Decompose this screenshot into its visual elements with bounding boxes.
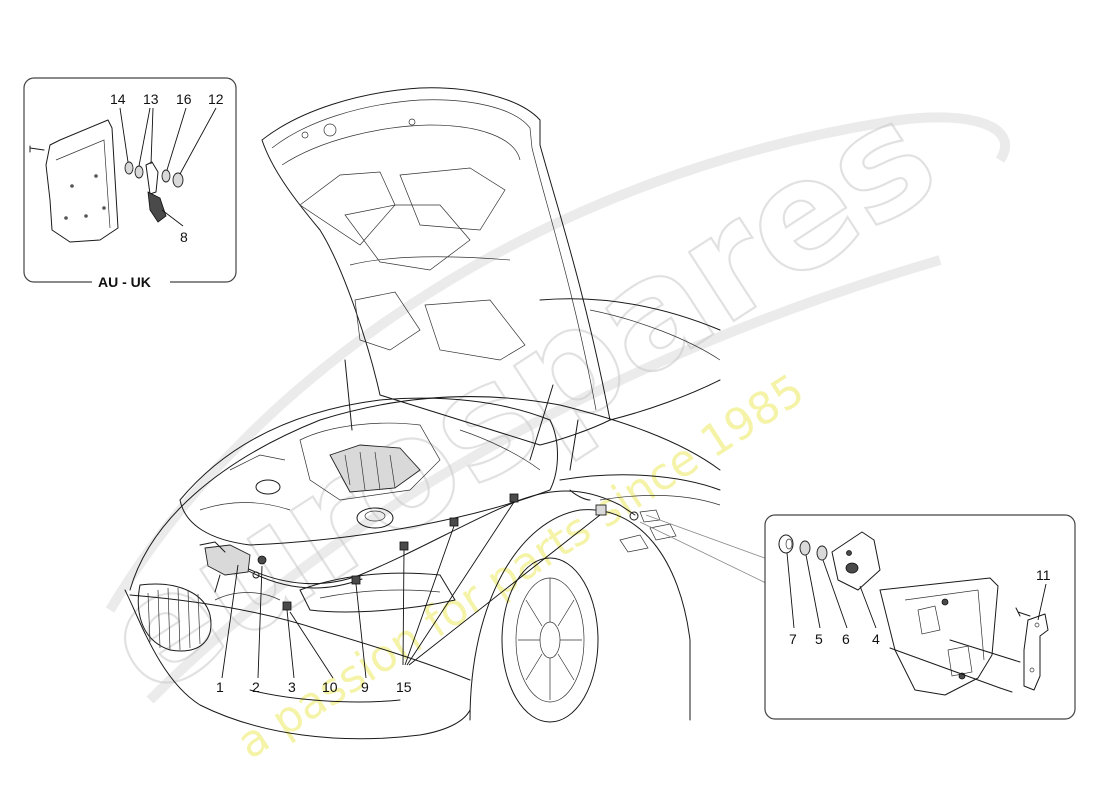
callout-7: 7 xyxy=(789,631,797,647)
callout-11: 11 xyxy=(1036,567,1051,583)
callout-13: 13 xyxy=(143,91,159,107)
callout-6: 6 xyxy=(842,631,850,647)
callout-1: 1 xyxy=(216,679,224,695)
car-front-view xyxy=(124,87,771,740)
callout-14: 14 xyxy=(110,91,126,107)
main-callouts: 1 2 3 10 9 15 xyxy=(216,679,412,695)
callout-10: 10 xyxy=(322,679,338,695)
callout-8: 8 xyxy=(180,229,188,245)
callout-5: 5 xyxy=(815,631,823,647)
inset-release-handle: 7 5 6 4 11 xyxy=(764,514,1076,720)
callout-12: 12 xyxy=(208,91,224,107)
inset-au-uk: AU - UK 14 13 16 12 8 xyxy=(23,77,237,290)
callout-9: 9 xyxy=(361,679,369,695)
callout-4: 4 xyxy=(872,631,880,647)
inset-au-uk-label: AU - UK xyxy=(98,274,151,290)
callout-16: 16 xyxy=(176,91,192,107)
callout-2: 2 xyxy=(252,679,260,695)
callout-15: 15 xyxy=(396,679,412,695)
callout-3: 3 xyxy=(288,679,296,695)
